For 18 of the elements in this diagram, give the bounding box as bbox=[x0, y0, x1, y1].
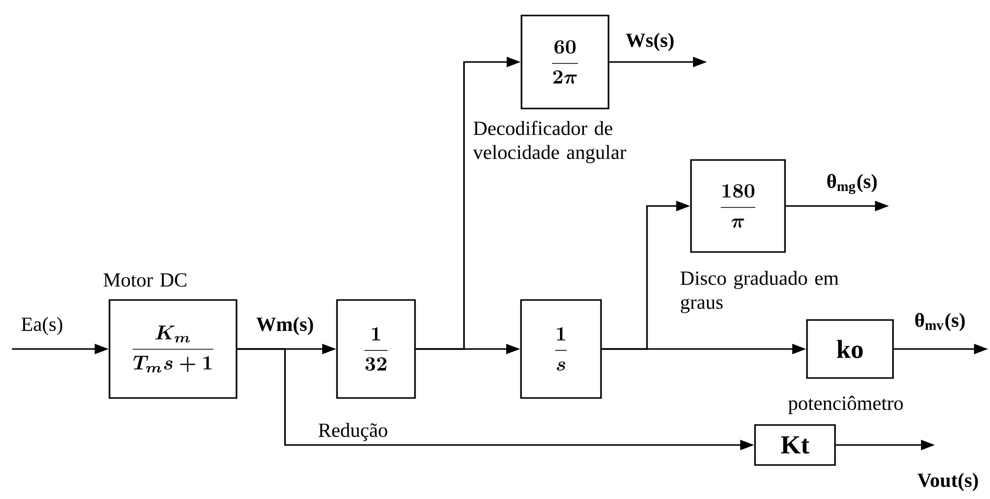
transfer-block: $\frac{1}{32}$ bbox=[336, 299, 416, 399]
transfer-block: $\frac{60}{2\pi}$ bbox=[520, 14, 610, 110]
transfer-block: $\frac{1}{s}$ bbox=[520, 299, 602, 399]
transfer-block: Kt bbox=[754, 424, 836, 466]
signal-label: Ws(s) bbox=[624, 30, 676, 54]
signal-label: Vout(s) bbox=[915, 470, 981, 494]
block-caption: Motor DC bbox=[104, 273, 186, 287]
block-caption: Disco graduado em graus bbox=[680, 270, 839, 314]
signal-label: Ea(s) bbox=[18, 314, 66, 338]
block-caption: Decodificador de velocidade angular bbox=[473, 120, 626, 164]
transfer-block: ko bbox=[806, 319, 894, 379]
signal-label: Wm(s) bbox=[254, 314, 316, 338]
block-caption: Redução bbox=[318, 422, 388, 442]
transfer-block: $\frac{K_m}{T_m s+1}$ bbox=[108, 299, 238, 399]
block-caption: potenciômetro bbox=[788, 396, 903, 414]
signal-label: θ$_{mg}$(s) bbox=[824, 172, 880, 196]
transfer-block: $\frac{180}{\pi}$ bbox=[690, 159, 786, 253]
signal-label: θ$_{mv}$(s) bbox=[912, 310, 968, 334]
